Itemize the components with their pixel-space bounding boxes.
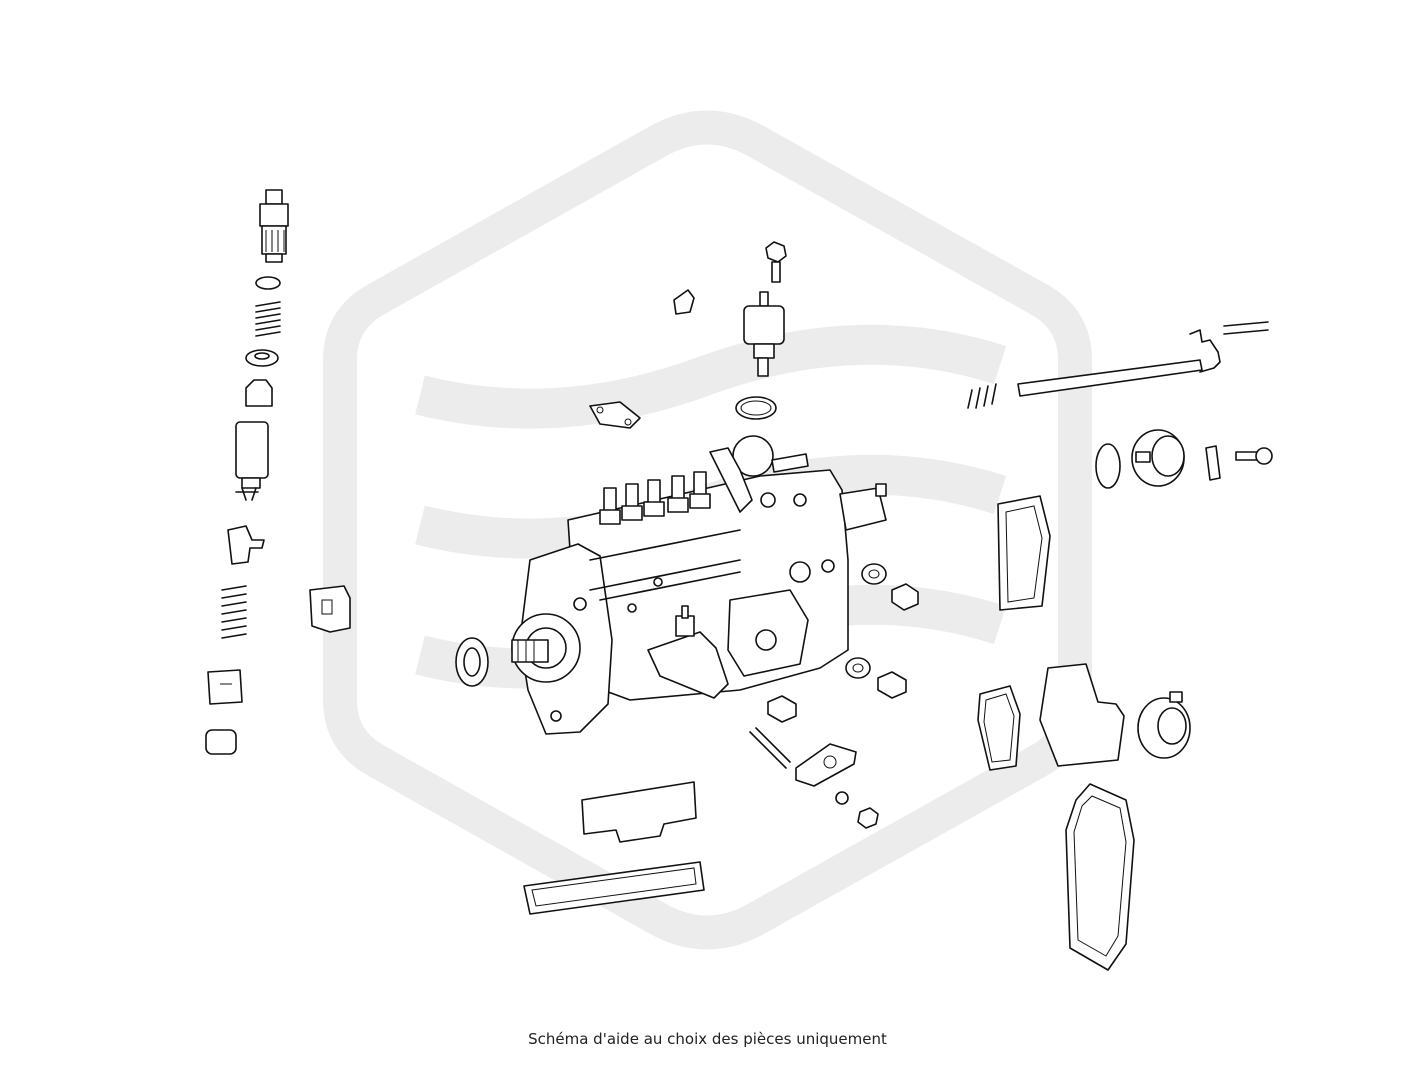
spring-washer (835, 791, 849, 805)
valve-spring (255, 301, 281, 337)
stud-bolt (749, 727, 791, 769)
sealing-washer (255, 276, 281, 290)
rubber-seal-ring (523, 861, 705, 915)
cover-gasket-right (997, 495, 1051, 611)
delivery-valve (245, 379, 273, 407)
plug-screw-3 (767, 695, 797, 723)
control-rod-spring (967, 383, 997, 409)
screw-right (1235, 447, 1273, 465)
o-ring-right (1095, 443, 1121, 489)
hex-nut (857, 807, 879, 829)
tappet-roller (205, 729, 237, 755)
washer-right-2 (845, 657, 871, 679)
flange-gasket-bottom (795, 743, 857, 787)
o-ring-top (735, 396, 777, 420)
end-cover (1039, 663, 1125, 767)
governor-unit (1137, 691, 1191, 759)
clip-part (673, 289, 695, 315)
washer-right-1 (861, 563, 887, 585)
bracket-right (1205, 445, 1221, 481)
flange-gasket-top (589, 401, 641, 429)
governor-housing (1131, 429, 1185, 487)
plunger-barrel (235, 421, 269, 501)
injection-pump-body (511, 435, 887, 735)
bracket-clip (309, 585, 351, 633)
plug-screw-1 (891, 583, 919, 611)
spring-seat (207, 669, 243, 705)
plug-screw-2 (877, 671, 907, 699)
control-rod (1017, 321, 1269, 397)
plunger-spring (221, 585, 247, 639)
large-gasket (1065, 783, 1135, 971)
control-sleeve (227, 525, 265, 565)
o-ring-washer (245, 349, 279, 367)
diagram-caption: Schéma d'aide au choix des pièces unique… (528, 1030, 887, 1048)
shaft-seal (455, 637, 489, 687)
gasket-lower-1 (977, 685, 1021, 771)
fuel-filter (743, 291, 785, 377)
cover-gasket (581, 781, 697, 843)
delivery-valve-holder (259, 189, 289, 263)
banjo-bolt (765, 241, 787, 283)
